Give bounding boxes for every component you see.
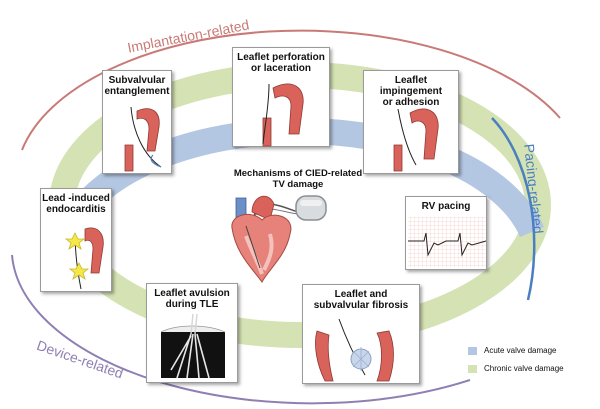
center-title: Mechanisms of CIED-related TV damage bbox=[233, 168, 363, 190]
legend-label: Acute valve damage bbox=[484, 346, 557, 355]
card-leaflet-perforation: Leaflet perforation or laceration bbox=[232, 47, 330, 147]
perforation-illustration bbox=[262, 83, 304, 147]
pacing-arc bbox=[491, 117, 536, 301]
legend-acute: Acute valve damage bbox=[468, 346, 557, 355]
card-title: Lead -induced endocarditis bbox=[42, 193, 110, 215]
card-rv-pacing: RV pacing bbox=[405, 196, 487, 270]
card-subvalvular-entanglement: Subvalvular entanglement bbox=[102, 70, 172, 174]
pacemaker-generator bbox=[295, 195, 327, 221]
card-title: Subvalvular entanglement bbox=[104, 75, 170, 97]
device-arc bbox=[11, 254, 471, 405]
vegetation-icon bbox=[64, 232, 90, 280]
legend-swatch-chronic bbox=[468, 364, 477, 373]
heart-body bbox=[231, 213, 292, 283]
subvalvular-illustration bbox=[124, 106, 162, 172]
card-title: Leaflet impingement or adhesion bbox=[379, 75, 443, 108]
card-title: RV pacing bbox=[421, 201, 471, 212]
card-leaflet-avulsion: Leaflet avulsion during TLE bbox=[146, 283, 238, 383]
legend-chronic: Chronic valve damage bbox=[468, 364, 564, 373]
card-lead-endocarditis: Lead -induced endocarditis bbox=[40, 188, 112, 292]
avulsion-illustration bbox=[160, 313, 226, 379]
ecg-trace bbox=[408, 232, 487, 257]
card-leaflet-fibrosis: Leaflet and subvalvular fibrosis bbox=[302, 284, 420, 384]
card-title: Leaflet avulsion during TLE bbox=[154, 288, 230, 310]
fibrosis-illustration bbox=[315, 318, 394, 382]
heart-pacemaker-illustration bbox=[231, 195, 327, 283]
ecg-illustration bbox=[408, 217, 487, 267]
endocarditis-illustration bbox=[64, 227, 104, 290]
legend-label: Chronic valve damage bbox=[484, 364, 564, 373]
legend-swatch-acute bbox=[468, 346, 477, 355]
card-title: Leaflet and subvalvular fibrosis bbox=[313, 289, 409, 311]
implantation-arc bbox=[21, 29, 561, 151]
pacemaker-lead bbox=[253, 208, 301, 219]
aorta bbox=[251, 195, 275, 221]
card-leaflet-impingement: Leaflet impingement or adhesion bbox=[363, 70, 459, 174]
card-title: Leaflet perforation or laceration bbox=[237, 52, 325, 74]
impingement-illustration bbox=[393, 108, 439, 172]
